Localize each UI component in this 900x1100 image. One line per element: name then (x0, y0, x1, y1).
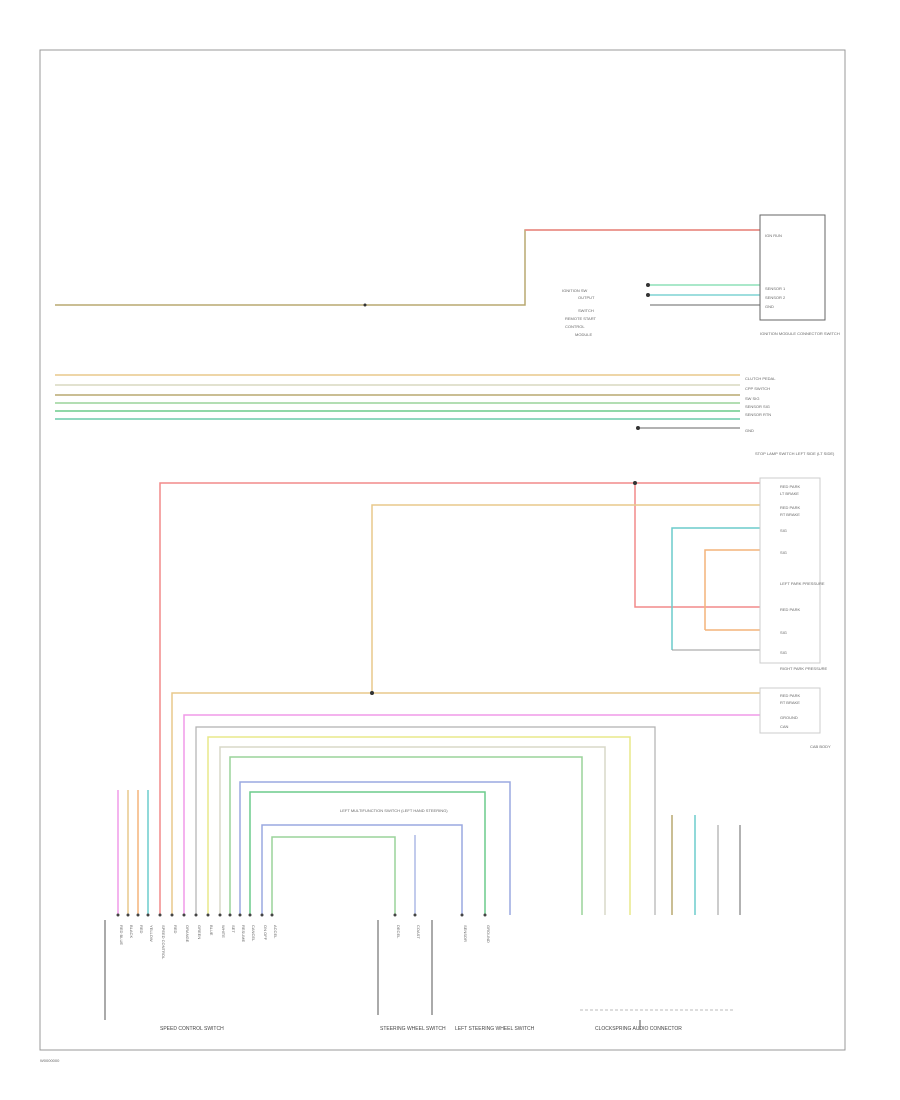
pin-terminal (158, 913, 162, 917)
pin-terminal (248, 913, 252, 917)
steering-switch-title: STEERING WHEEL SWITCH (380, 1026, 446, 1032)
svg-text:SIG: SIG (780, 650, 787, 655)
pin-label: BLUE (209, 925, 214, 936)
svg-text:SW SIG: SW SIG (745, 396, 759, 401)
svg-text:RED PARK: RED PARK (780, 607, 800, 612)
svg-text:SENSOR SIG: SENSOR SIG (745, 404, 770, 409)
pin-label: ON OFF (263, 925, 268, 941)
pin-terminal (393, 913, 397, 917)
clockspring-title: CLOCKSPRING AUDIO CONNECTOR (595, 1026, 682, 1032)
bottom-connectors: RED BLUE BLACK RED YELLOW SPEED CONTROL RED OR… (104, 808, 735, 1032)
svg-text:SENSOR 2: SENSOR 2 (765, 295, 786, 300)
pin-label: SENSOR (463, 925, 468, 942)
svg-text:GROUND: GROUND (780, 715, 798, 720)
pin-terminal (228, 913, 232, 917)
svg-text:CLUTCH PEDAL: CLUTCH PEDAL (745, 376, 776, 381)
pin-terminal (126, 913, 130, 917)
pin-label: BLACK (129, 925, 134, 938)
pin-label: DECEL (396, 925, 401, 939)
svg-text:SIG: SIG (780, 550, 787, 555)
svg-text:MODULE: MODULE (575, 332, 592, 337)
svg-text:SENSOR 1: SENSOR 1 (765, 286, 786, 291)
pin-label: RESUME (241, 925, 246, 942)
stop-lamp-section: CLUTCH PEDAL CPP SWITCH SW SIG SENSOR SI… (55, 374, 835, 456)
ignition-module-box (759, 214, 826, 321)
svg-text:OUTPUT: OUTPUT (578, 295, 595, 300)
pin-label: SPEED CONTROL (161, 925, 166, 960)
pin-terminal (238, 913, 242, 917)
svg-text:RT BRAKE: RT BRAKE (780, 512, 800, 517)
footer-code: W0000000 (40, 1058, 60, 1063)
pin-label: WHITE (221, 925, 226, 938)
svg-text:LT BRAKE: LT BRAKE (780, 491, 799, 496)
pin-label: RED (139, 925, 144, 934)
pin-terminal (206, 913, 210, 917)
pin-label: SET (231, 925, 236, 933)
pin-terminal (182, 913, 186, 917)
right-park-pressure-title: RIGHT PARK PRESSURE (780, 666, 828, 671)
pin-terminal (170, 913, 174, 917)
pin-label: GROUND (486, 925, 491, 943)
pin-label: ACCEL (273, 925, 278, 939)
svg-text:RED PARK: RED PARK (780, 693, 800, 698)
svg-text:RED PARK: RED PARK (780, 484, 800, 489)
pin-terminal (460, 913, 464, 917)
pin-label: CANCEL (251, 925, 256, 942)
svg-text:SIG: SIG (780, 630, 787, 635)
cab-title: CAB BODY (810, 744, 831, 749)
svg-text:CPP SWITCH: CPP SWITCH (745, 386, 770, 391)
svg-text:CAN: CAN (780, 724, 789, 729)
svg-text:IGNITION SW: IGNITION SW (562, 288, 588, 293)
pin-terminal (218, 913, 222, 917)
pin-terminal (116, 913, 120, 917)
pin-terminal (413, 913, 417, 917)
svg-text:REMOTE START: REMOTE START (565, 316, 597, 321)
stop-lamp-title: STOP LAMP SWITCH LEFT SIDE (LT SIDE) (755, 451, 835, 456)
park-brake-section: RED PARK LT BRAKE RED PARK RT BRAKE SIG … (117, 477, 831, 915)
pin-label: RED (173, 925, 178, 934)
ignition-module-title: IGNITION MODULE CONNECTOR SWITCH (760, 331, 840, 336)
svg-text:GND: GND (765, 304, 774, 309)
speed-control-title: SPEED CONTROL SWITCH (160, 1026, 224, 1032)
pin-label: RED BLUE (119, 925, 124, 945)
pin-label: ORANGE (185, 925, 190, 943)
svg-text:CONTROL: CONTROL (565, 324, 585, 329)
left-steering-title: LEFT STEERING WHEEL SWITCH (455, 1026, 535, 1032)
pin-terminal (146, 913, 150, 917)
svg-text:SENSOR RTN: SENSOR RTN (745, 412, 771, 417)
svg-text:RT BRAKE: RT BRAKE (780, 700, 800, 705)
pin-terminal (136, 913, 140, 917)
ignition-section: IGNITION SW OUTPUT SWITCH REMOTE START C… (55, 214, 840, 337)
left-park-pressure-title: LEFT PARK PRESSURE (780, 581, 825, 586)
svg-text:SWITCH: SWITCH (578, 308, 594, 313)
pin-row: RED BLUE BLACK RED YELLOW SPEED CONTROL RED OR… (116, 913, 491, 960)
pin-terminal (194, 913, 198, 917)
svg-text:SIG: SIG (780, 528, 787, 533)
svg-text:GND: GND (745, 428, 754, 433)
svg-text:RED PARK: RED PARK (780, 505, 800, 510)
pin-terminal (260, 913, 264, 917)
svg-text:IGN RUN: IGN RUN (765, 233, 782, 238)
pin-terminal (483, 913, 487, 917)
pin-label: YELLOW (149, 925, 154, 942)
pin-label: COAST (416, 925, 421, 939)
left-multi-switch-title: LEFT MULTIFUNCTION SWITCH (LEFT HAND STE… (340, 808, 448, 813)
pin-terminal (270, 913, 274, 917)
pin-label: GREEN (197, 925, 202, 939)
